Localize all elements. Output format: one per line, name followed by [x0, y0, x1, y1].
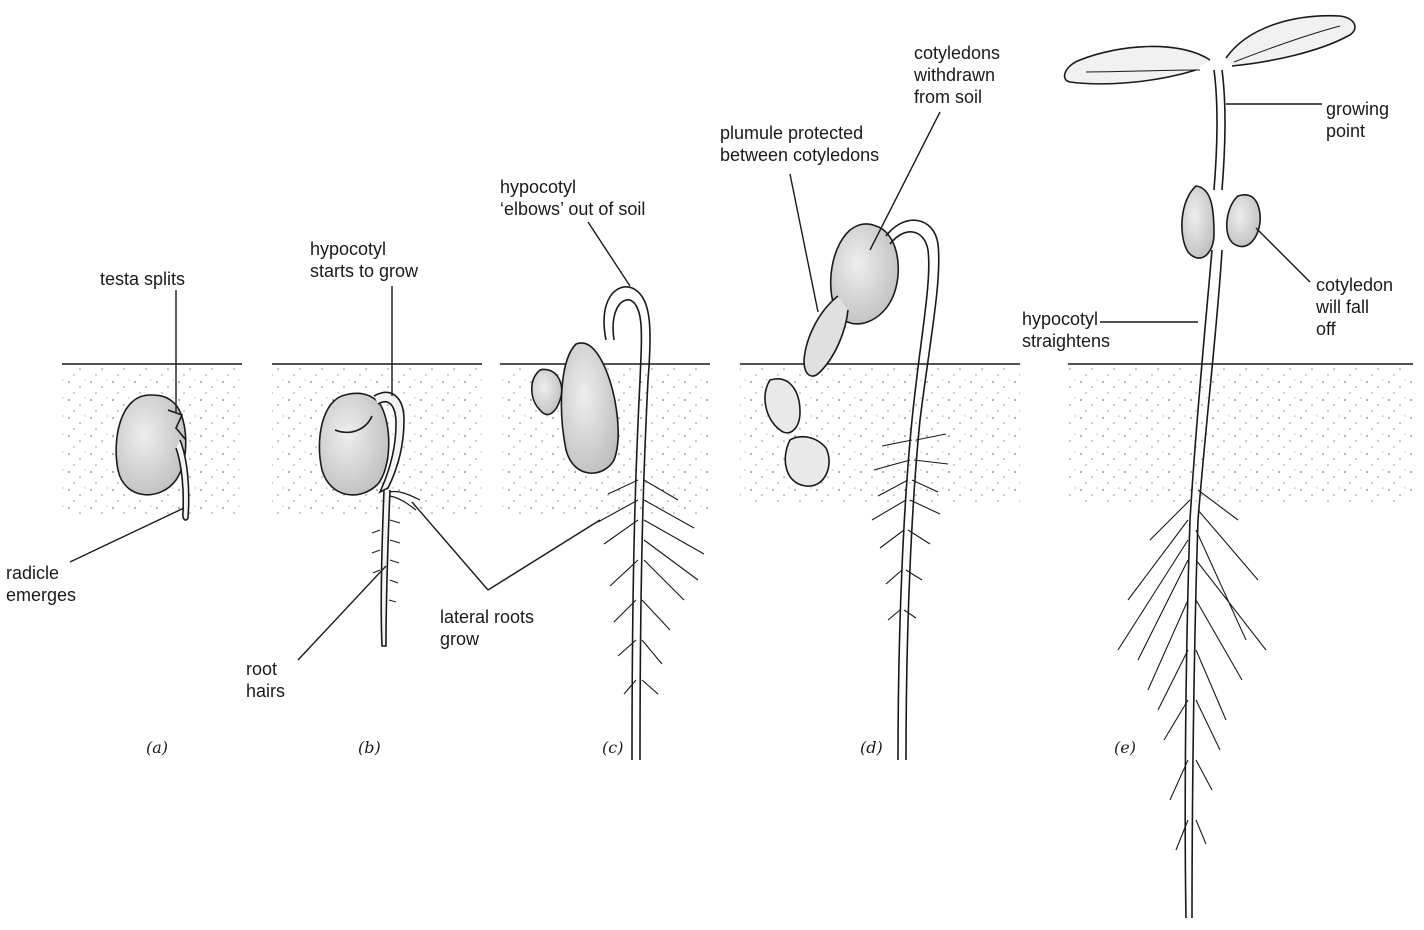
seedling-c	[532, 287, 704, 760]
label-hypocotyl-straightens: hypocotyl straightens	[1022, 308, 1110, 352]
leader-lateral-roots-b	[412, 502, 488, 590]
label-lateral-roots: lateral roots grow	[440, 606, 534, 650]
leader-cotyledon-fall	[1256, 228, 1310, 282]
label-hypocotyl-starts: hypocotyl starts to grow	[310, 238, 418, 282]
soil-e	[1068, 364, 1413, 504]
seed-b	[319, 393, 388, 495]
label-cotyledons-withdrawn: cotyledons withdrawn from soil	[914, 42, 1000, 108]
label-radicle-emerges: radicle emerges	[6, 562, 76, 606]
leader-lateral-roots-c	[488, 520, 600, 590]
leader-elbows	[588, 222, 630, 286]
stage-letter-c: (c)	[602, 738, 623, 757]
root-b	[381, 490, 390, 646]
hypocotyl-e	[1185, 250, 1222, 918]
label-growing-point: growing point	[1326, 98, 1389, 142]
cotyledon-e-left	[1182, 186, 1214, 258]
leader-root-hairs	[298, 566, 386, 660]
stage-letter-e: (e)	[1114, 738, 1136, 757]
leader-cotyledons-withdrawn	[870, 112, 940, 250]
stage-letter-d: (d)	[860, 738, 883, 757]
label-root-hairs: root hairs	[246, 658, 285, 702]
cotyledon-c-main	[561, 343, 618, 473]
label-cotyledon-fall: cotyledon will fall off	[1316, 274, 1393, 340]
stage-letter-a: (a)	[146, 738, 168, 757]
leader-plumule	[790, 174, 818, 312]
cotyledon-e-right	[1227, 195, 1260, 247]
label-hypocotyl-elbows: hypocotyl ‘elbows’ out of soil	[500, 176, 645, 220]
stage-letter-b: (b)	[358, 738, 381, 757]
leader-radicle	[70, 508, 184, 562]
leaf-e-left	[1065, 46, 1210, 83]
stem-upper-e	[1214, 70, 1225, 190]
label-plumule-protected: plumule protected between cotyledons	[720, 122, 879, 166]
hypocotyl-c	[604, 287, 650, 760]
label-testa-splits: testa splits	[100, 268, 185, 290]
